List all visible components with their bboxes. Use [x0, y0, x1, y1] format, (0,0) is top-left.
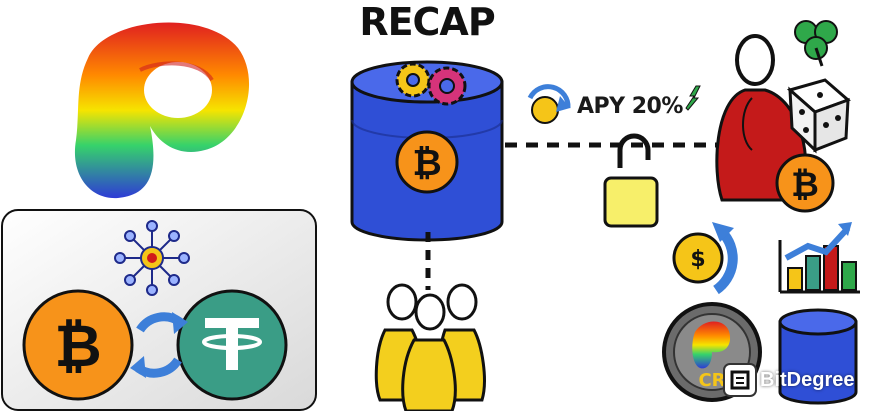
clover-icon — [794, 20, 838, 67]
apy-label: APY 20% — [577, 94, 683, 119]
padlock-open-icon — [603, 133, 659, 228]
svg-text:₿: ₿ — [791, 165, 819, 205]
svg-text:₿: ₿ — [412, 143, 441, 184]
svg-text:CR: CR — [698, 370, 725, 391]
bitdegree-logo-icon — [723, 363, 757, 397]
apy-coin-icon: $ — [672, 222, 738, 295]
svg-text:₿: ₿ — [54, 312, 101, 380]
curve-logo-icon — [74, 22, 250, 199]
network-hub-icon — [114, 220, 190, 296]
tether-coin-icon — [176, 289, 288, 401]
database-icon — [778, 308, 858, 405]
lightning-arrow-icon — [685, 85, 701, 111]
page-title: RECAP — [359, 0, 495, 44]
brand-watermark: BitDegree — [760, 369, 855, 391]
apy-coin-icon — [527, 84, 571, 124]
bitcoin-coin-icon: ₿ — [775, 153, 835, 213]
people-icon — [374, 283, 486, 411]
svg-text:$: $ — [690, 247, 705, 272]
swap-arrows-icon — [130, 312, 188, 378]
bitcoin-coin-icon: ₿ — [22, 289, 134, 401]
bitcoin-coin-icon: ₿ — [395, 130, 459, 194]
dice-icon — [786, 78, 851, 154]
chart-bars-icon — [778, 222, 860, 294]
gear-icon — [395, 62, 467, 106]
